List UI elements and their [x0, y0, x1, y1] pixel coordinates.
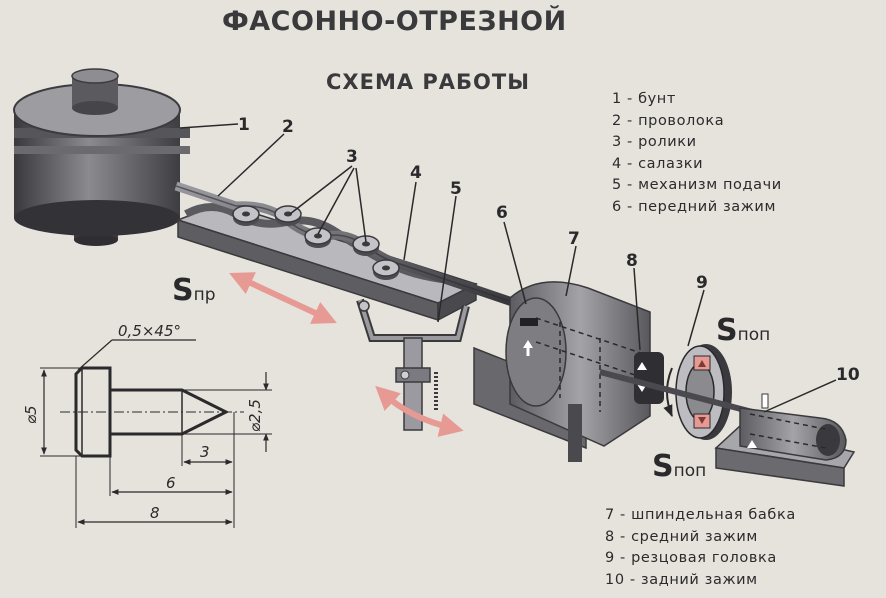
- bar-stock: [599, 369, 761, 417]
- callout-numbers: 1 2 3 4 5 6 7 8 9 10: [238, 115, 860, 385]
- roller: [352, 235, 380, 256]
- callout-4: 4: [410, 163, 422, 183]
- legend-item: 3 - ролики: [612, 134, 697, 150]
- legend-item: 7 - шпиндельная бабка: [605, 507, 796, 523]
- legend-item: 10 - задний зажим: [605, 571, 758, 588]
- feed-longitudinal-label: Sпр: [172, 273, 216, 308]
- callout-9: 9: [696, 273, 708, 293]
- roller: [372, 259, 400, 280]
- dim-chamfer: 0,5×45°: [118, 322, 181, 340]
- legend-item: 8 - средний зажим: [605, 528, 758, 545]
- rollers: [232, 205, 400, 280]
- part-dimensions: 0,5×45° ⌀5 ⌀2,5 3 6 8: [22, 322, 264, 522]
- legend-item: 1 - бунт: [612, 91, 676, 107]
- dim-tip-length: 3: [200, 443, 210, 461]
- page-title: ФАСОННО-ОТРЕЗНОЙ: [222, 6, 567, 37]
- slide: [175, 202, 478, 322]
- legend-top: 1 - бунт 2 - проволока 3 - ролики 4 - са…: [612, 89, 782, 218]
- legend-item: 6 - передний зажим: [612, 198, 776, 215]
- callout-10: 10: [836, 365, 860, 385]
- feed-cross-top-label: Sпоп: [716, 313, 770, 348]
- leader-lines: [179, 123, 837, 413]
- legend-item: 5 - механизм подачи: [612, 177, 782, 193]
- dim-total-length: 8: [150, 504, 160, 522]
- spindle-headstock: [473, 281, 651, 462]
- page-subtitle: СХЕМА РАБОТЫ: [326, 70, 530, 94]
- part-drawing: [40, 339, 272, 528]
- dim-head-diameter: ⌀5: [22, 405, 40, 424]
- callout-1: 1: [238, 115, 250, 135]
- legend-bottom: 7 - шпиндельная бабка 8 - средний зажим …: [605, 505, 796, 591]
- feed-arrows: [229, 272, 464, 437]
- callout-6: 6: [496, 203, 508, 223]
- dim-tip-diameter: ⌀2,5: [246, 399, 264, 432]
- callout-5: 5: [450, 179, 462, 199]
- swing-feed-arrow: [375, 385, 464, 437]
- coil: [13, 68, 190, 246]
- feed-cross-bottom-label: Sпоп: [652, 449, 706, 484]
- legend-item: 2 - проволока: [612, 112, 725, 129]
- longitudinal-feed-arrow: [229, 272, 337, 324]
- legend-item: 4 - салазки: [612, 155, 704, 172]
- roller: [232, 205, 260, 226]
- callout-7: 7: [568, 229, 580, 249]
- callout-8: 8: [626, 251, 638, 271]
- dim-shank-length: 6: [166, 474, 176, 492]
- legend-item: 9 - резцовая головка: [605, 550, 777, 566]
- roller: [304, 227, 332, 248]
- middle-clamp: [634, 352, 664, 404]
- callout-3: 3: [346, 147, 358, 167]
- cutter-head: [663, 344, 732, 440]
- feed-labels: Sпр Sпоп Sпоп: [172, 273, 770, 484]
- callout-2: 2: [282, 117, 294, 137]
- rear-clamp: [714, 393, 856, 487]
